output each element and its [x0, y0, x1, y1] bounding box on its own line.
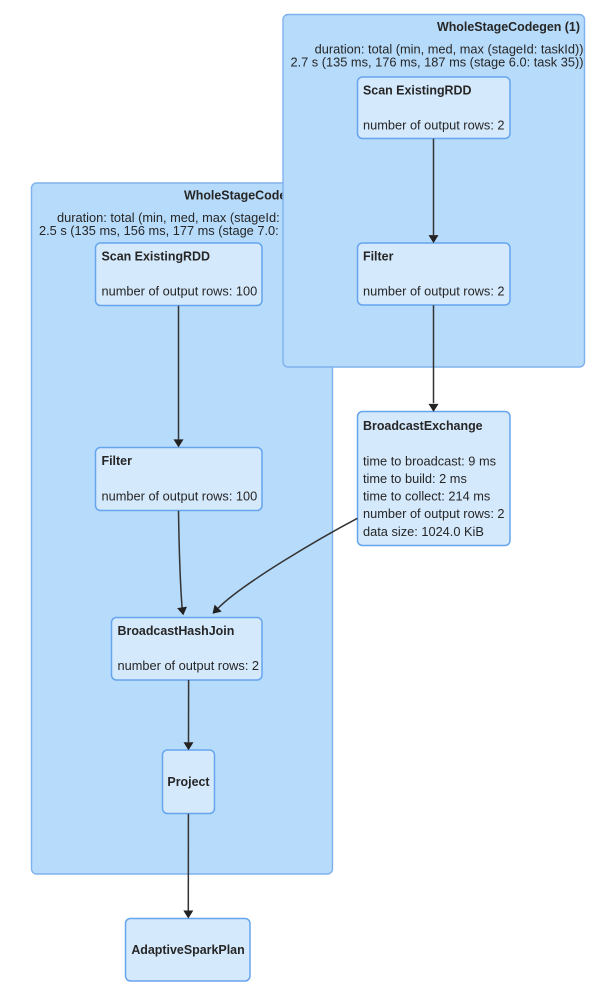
svg-text:Filter: Filter — [102, 454, 133, 468]
svg-text:number of output rows: 2: number of output rows: 2 — [118, 658, 260, 673]
svg-text:2.7 s (135 ms, 176 ms, 187 ms: 2.7 s (135 ms, 176 ms, 187 ms (stage 6.0… — [290, 55, 583, 70]
svg-text:2.5 s (135 ms, 156 ms, 177 ms: 2.5 s (135 ms, 156 ms, 177 ms (stage 7.0… — [39, 223, 332, 238]
svg-text:AdaptiveSparkPlan: AdaptiveSparkPlan — [131, 943, 244, 957]
svg-text:Scan ExistingRDD: Scan ExistingRDD — [102, 250, 211, 264]
svg-text:number of output rows: 100: number of output rows: 100 — [102, 489, 258, 504]
svg-text:time to build: 2 ms: time to build: 2 ms — [363, 471, 467, 486]
svg-text:data size: 1024.0 KiB: data size: 1024.0 KiB — [363, 524, 484, 539]
svg-text:time to collect: 214 ms: time to collect: 214 ms — [363, 489, 490, 504]
svg-text:Scan ExistingRDD: Scan ExistingRDD — [363, 84, 472, 98]
svg-text:BroadcastHashJoin: BroadcastHashJoin — [118, 624, 235, 638]
svg-text:number of output rows: 2: number of output rows: 2 — [363, 506, 505, 521]
svg-text:Project: Project — [167, 775, 209, 789]
svg-text:number of output rows: 100: number of output rows: 100 — [102, 284, 258, 299]
svg-text:WholeStageCodegen (1): WholeStageCodegen (1) — [437, 20, 580, 34]
svg-text:Filter: Filter — [363, 250, 394, 264]
svg-text:duration: total (min, med, max: duration: total (min, med, max (stageId:… — [57, 210, 326, 225]
svg-text:duration: total (min, med, max: duration: total (min, med, max (stageId:… — [315, 42, 584, 57]
svg-text:number of output rows: 2: number of output rows: 2 — [363, 118, 505, 133]
svg-text:BroadcastExchange: BroadcastExchange — [363, 419, 483, 433]
svg-text:number of output rows: 2: number of output rows: 2 — [363, 284, 505, 299]
svg-text:time to broadcast: 9 ms: time to broadcast: 9 ms — [363, 454, 496, 469]
